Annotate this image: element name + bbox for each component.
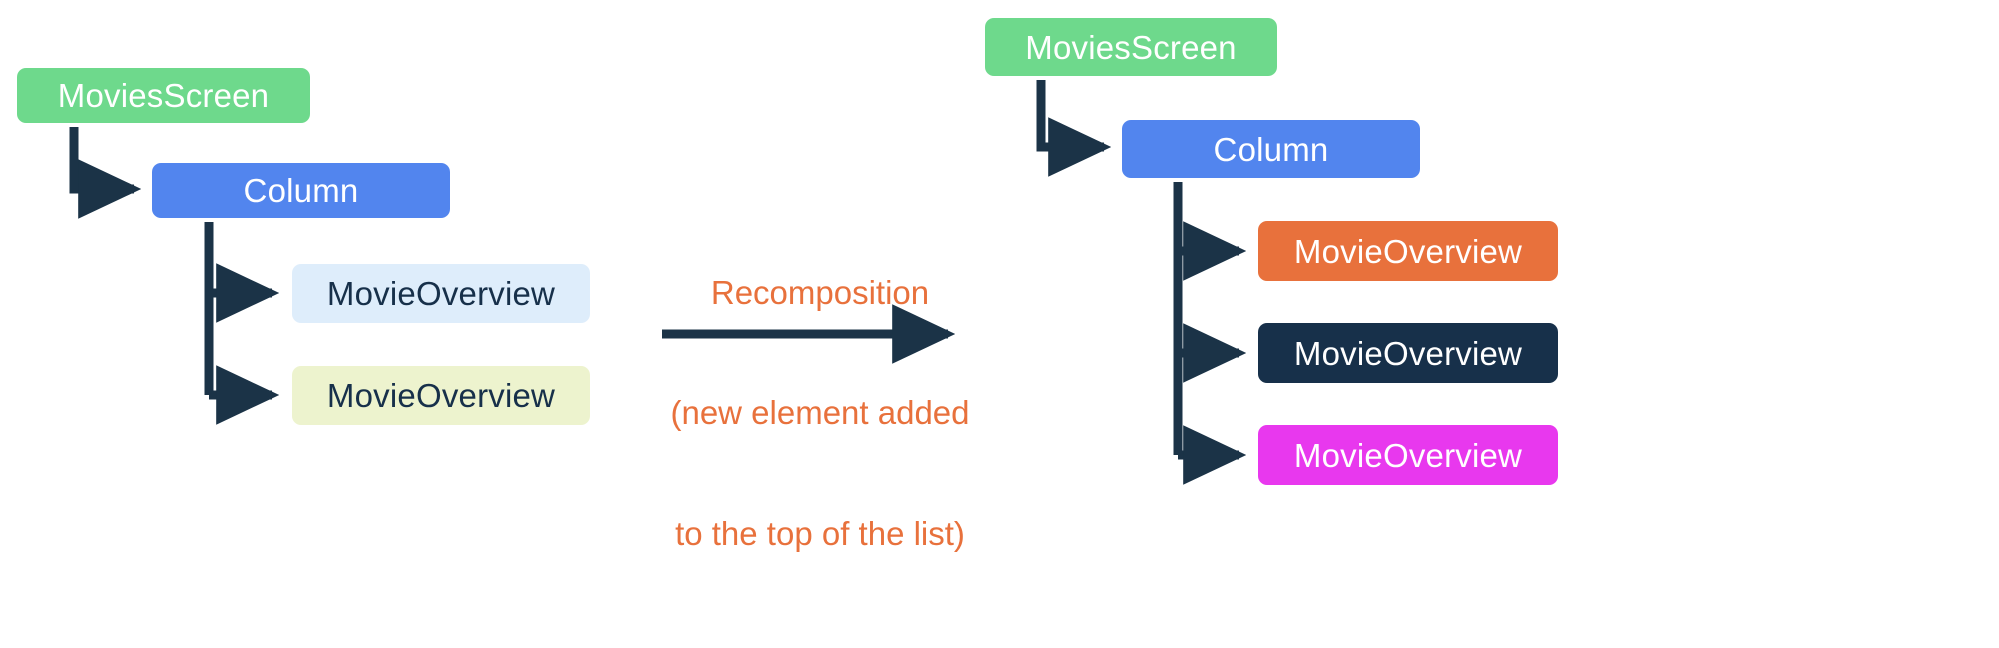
node-after-movie-overview-2[interactable]: MovieOverview [1258, 323, 1558, 383]
node-before-movie-overview-1[interactable]: MovieOverview [292, 264, 590, 323]
node-after-column[interactable]: Column [1122, 120, 1420, 178]
recomposition-caption: Recomposition (new element added to the … [655, 192, 985, 635]
node-before-movie-overview-2[interactable]: MovieOverview [292, 366, 590, 425]
edge-left-moviesscreen-to-column [69, 127, 142, 219]
node-after-movies-screen[interactable]: MoviesScreen [985, 18, 1277, 76]
caption-line-3: to the top of the list) [675, 515, 965, 552]
caption-line-2: (new element added [670, 394, 970, 432]
edge-right-moviesscreen-to-column [1036, 80, 1112, 177]
caption-line-1: Recomposition [710, 273, 930, 311]
edge-left-column-to-children [204, 222, 280, 425]
node-before-column[interactable]: Column [152, 163, 450, 218]
node-after-movie-overview-3[interactable]: MovieOverview [1258, 425, 1558, 485]
edge-right-column-to-children [1173, 182, 1247, 485]
node-after-movie-overview-1[interactable]: MovieOverview [1258, 221, 1558, 281]
node-before-movies-screen[interactable]: MoviesScreen [17, 68, 310, 123]
